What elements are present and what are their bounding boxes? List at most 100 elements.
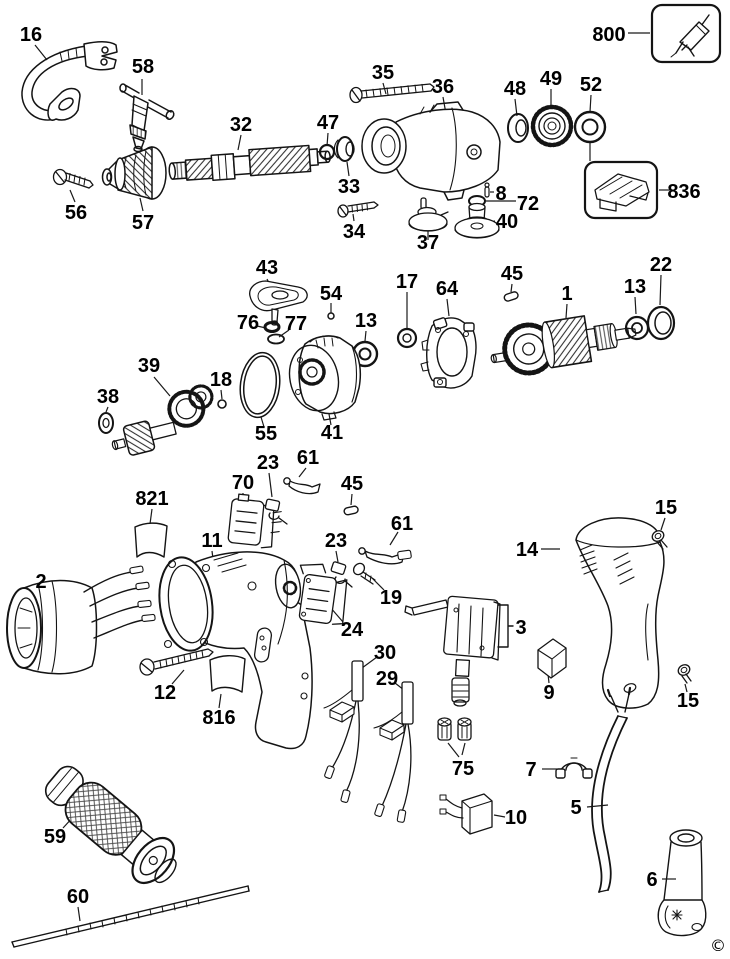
callout-7: 7: [525, 759, 536, 781]
callout-33: 33: [338, 176, 360, 198]
part-47-o-ring: [318, 143, 336, 161]
callout-9: 9: [543, 682, 554, 704]
part-75-brush-caps: [437, 717, 472, 741]
callout-22: 22: [650, 254, 672, 276]
part-10-connector: [439, 793, 493, 835]
part-22-ring: [646, 305, 676, 341]
callout-2: 2: [35, 571, 46, 593]
callout-64: 64: [436, 278, 459, 300]
part-17-washer: [396, 327, 418, 349]
box-836-service-kit: [583, 160, 659, 220]
part-32-spindle: [168, 144, 331, 182]
part-54-ball: [327, 312, 335, 320]
callout-52: 52: [580, 74, 602, 96]
callout-45-upper: 45: [501, 263, 523, 285]
part-23-brush-upper: [264, 498, 288, 525]
part-14-handle-cover: [575, 517, 665, 709]
part-59-side-handle: [44, 765, 177, 885]
callout-816: 816: [202, 707, 235, 729]
callout-821: 821: [135, 488, 168, 510]
callout-57: 57: [132, 212, 154, 234]
part-60-depth-rod: [11, 885, 250, 948]
kit-part: [594, 173, 650, 212]
callout-29: 29: [376, 668, 398, 690]
callout-23-upper: 23: [257, 452, 279, 474]
callout-41: 41: [321, 422, 343, 444]
part-70-brush-holder: [227, 493, 282, 549]
part-8-pin: [484, 182, 490, 198]
callout-47: 47: [317, 112, 339, 134]
part-37-flange: [408, 197, 449, 232]
part-34-screw: [337, 201, 379, 218]
callout-48: 48: [504, 78, 526, 100]
part-12-screw: [139, 648, 214, 676]
callout-12: 12: [154, 682, 176, 704]
callout-32: 32: [230, 114, 252, 136]
callout-37: 37: [417, 232, 439, 254]
callout-43: 43: [256, 257, 278, 279]
part-61-lead-upper: [283, 477, 321, 495]
part-45-key-upper: [503, 291, 519, 302]
part-61-lead-lower: [358, 547, 412, 565]
part-30-wire-assembly: [323, 660, 364, 803]
part-55-o-ring: [239, 351, 281, 419]
part-33-cup-washer: [333, 136, 355, 162]
callout-18: 18: [210, 369, 232, 391]
part-24-brush-holder: [298, 563, 348, 625]
callout-5: 5: [570, 797, 581, 819]
callout-14: 14: [516, 539, 539, 561]
part-36-gear-case: [361, 101, 501, 201]
callout-45-lower: 45: [341, 473, 363, 495]
drill-icon: [670, 14, 710, 58]
part-48-washer: [507, 113, 529, 143]
part-3-switch: [404, 595, 514, 707]
part-5-cord: [591, 686, 632, 893]
callout-30: 30: [374, 642, 396, 664]
callout-labels: 16 58 56 57 32 47 33 34 35 36 48 49 52 8…: [20, 24, 726, 955]
callout-39: 39: [138, 355, 160, 377]
part-56-screw: [52, 168, 94, 189]
part-58-chuck-key: [119, 83, 175, 153]
callout-61-lower: 61: [391, 513, 413, 535]
callout-49: 49: [540, 68, 562, 90]
callout-8: 8: [495, 183, 506, 205]
part-7-cord-clamp: [555, 757, 593, 779]
callout-61-upper: 61: [297, 447, 319, 469]
part-6-cord-protector: [657, 829, 707, 937]
part-49-gear: [530, 104, 574, 148]
part-11-field-case: [158, 551, 313, 750]
part-2-field: [6, 565, 156, 675]
part-52-bearing: [573, 110, 607, 144]
part-35-screw: [349, 83, 435, 104]
callout-72: 72: [517, 193, 539, 215]
callout-77: 77: [285, 313, 307, 335]
part-29-wire-assembly: [373, 681, 414, 823]
callout-38: 38: [97, 386, 119, 408]
callout-75: 75: [452, 758, 474, 780]
callout-60: 60: [67, 886, 89, 908]
part-19-screw: [352, 562, 376, 585]
part-39-gear-shaft: [111, 384, 214, 456]
callout-13-right: 13: [624, 276, 646, 298]
part-38-washer: [98, 412, 114, 434]
callout-55: 55: [255, 423, 277, 445]
part-18-ring: [217, 399, 227, 409]
copyright-mark: ©: [710, 936, 726, 955]
part-64-baffle: [420, 317, 477, 389]
part-9-capacitor: [537, 638, 567, 679]
callout-11: 11: [201, 530, 222, 552]
callout-1: 1: [561, 283, 572, 305]
part-816-label: [209, 655, 246, 693]
callout-70: 70: [232, 472, 254, 494]
callout-35: 35: [372, 62, 394, 84]
callout-23-lower: 23: [325, 530, 347, 552]
part-1-armature: [490, 315, 637, 376]
callout-76: 76: [237, 312, 259, 334]
callout-836: 836: [667, 181, 700, 203]
part-41-clutch-housing: [288, 335, 362, 421]
callout-17: 17: [396, 271, 418, 293]
part-57-chuck: [101, 146, 167, 200]
part-821-label: [134, 522, 168, 558]
callout-24: 24: [341, 619, 364, 641]
